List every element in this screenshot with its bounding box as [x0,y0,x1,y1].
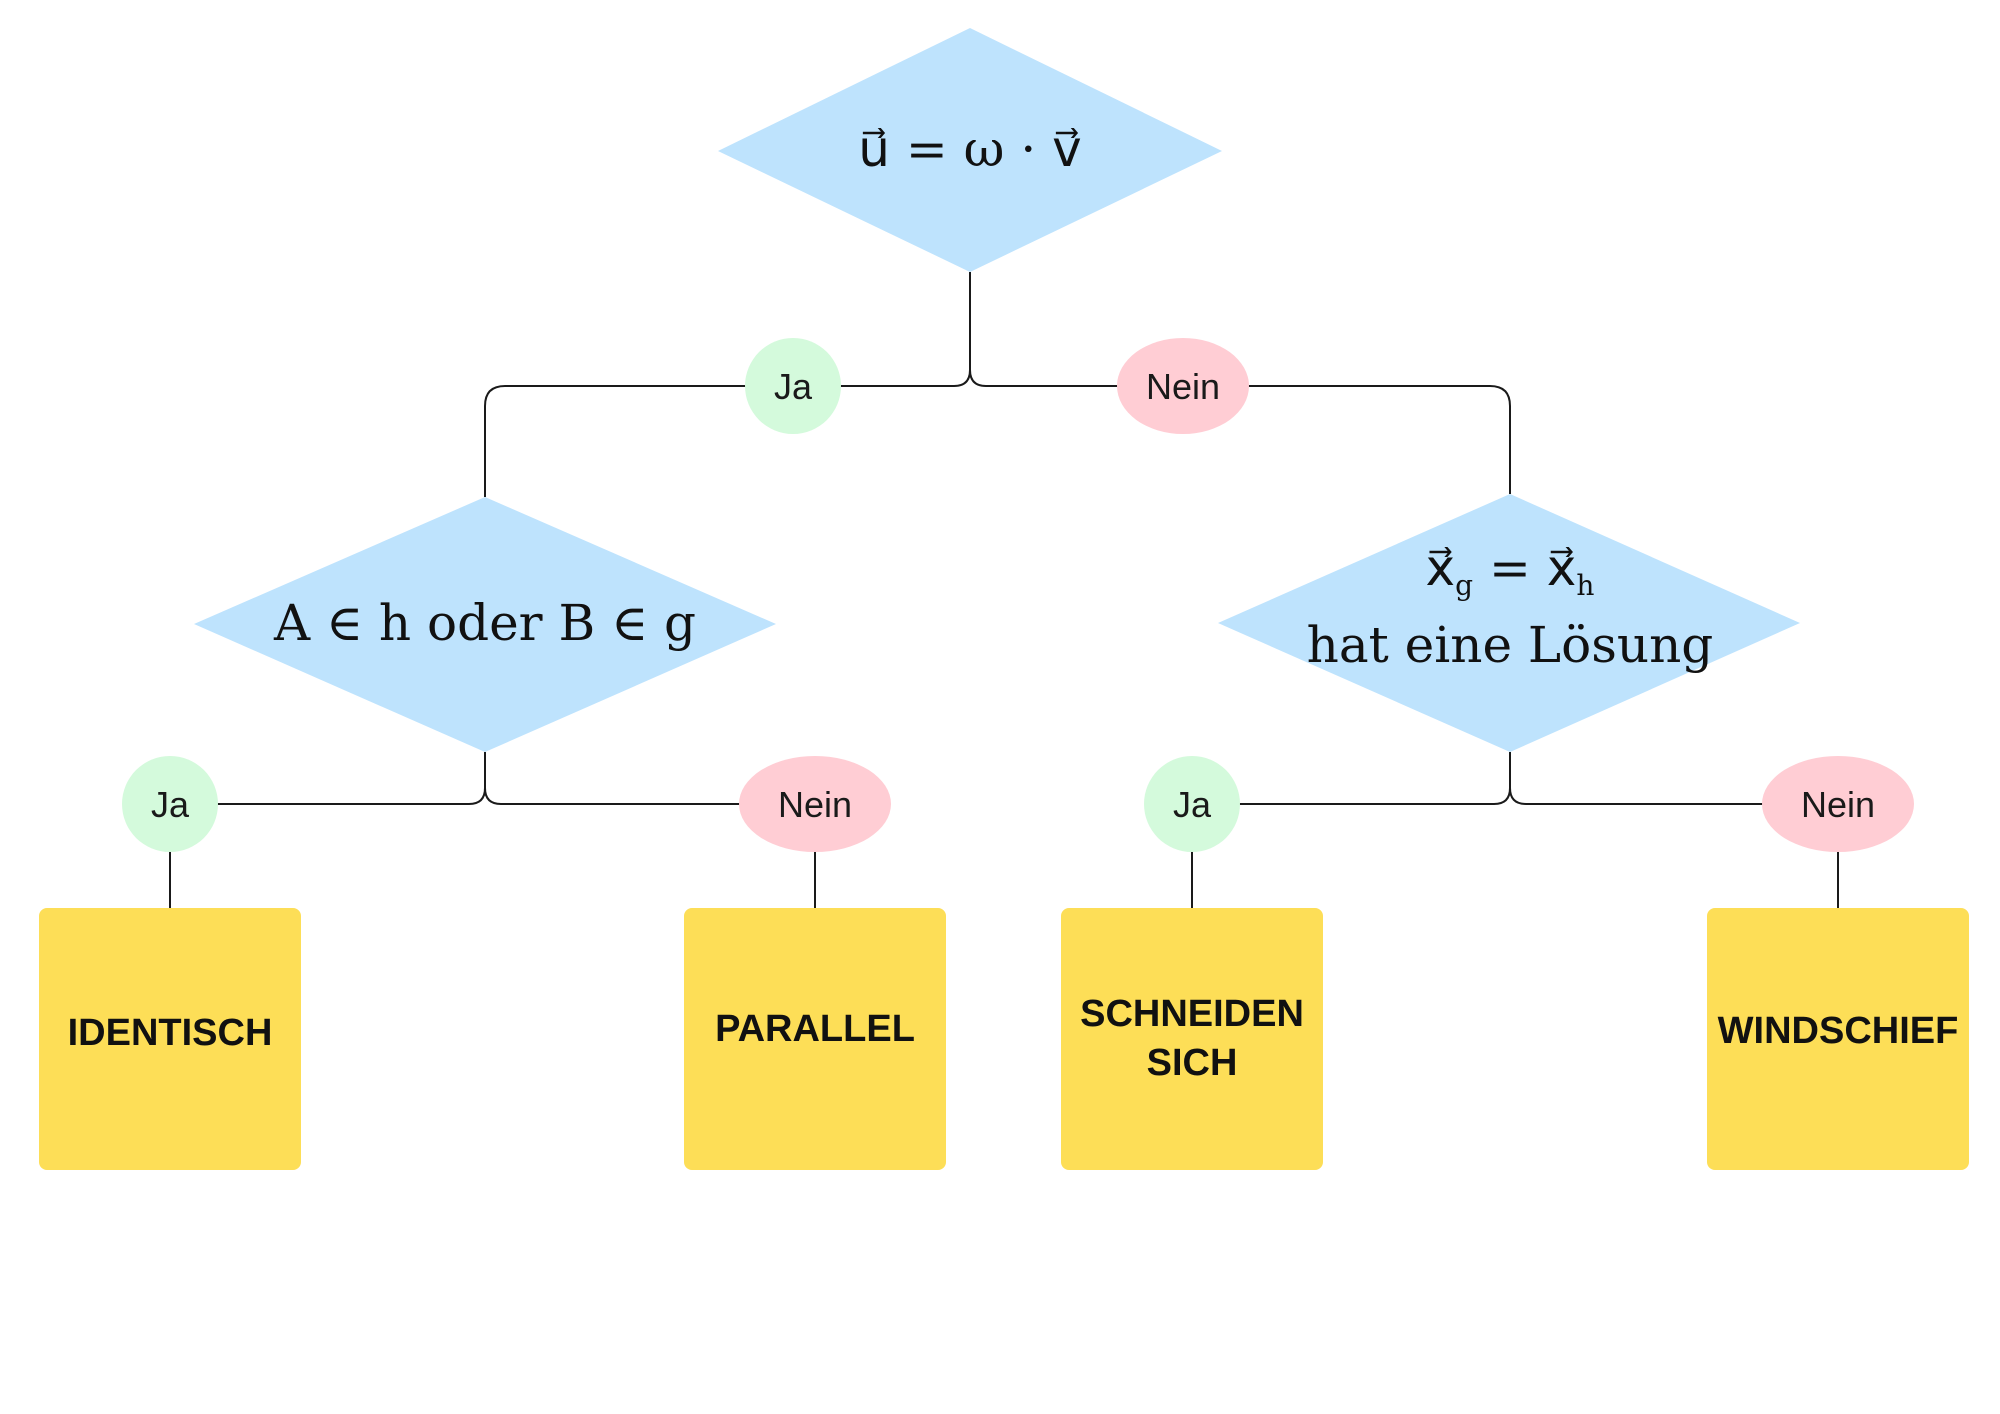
yes-label: Ja [774,366,813,407]
edge-root-no [986,385,1511,494]
decision-right: x⃗g = x⃗h hat eine Lösung [1218,494,1800,752]
result-box [684,908,946,1170]
label-root-no: Nein [1117,338,1249,434]
no-badge [739,756,891,852]
yes-label: Ja [1173,784,1212,825]
result-schneiden-sich: SCHNEIDEN SICH [1061,908,1323,1170]
decision-root-text: u⃗ = ω · v⃗ [858,120,1081,178]
decision-root: u⃗ = ω · v⃗ [718,28,1222,272]
decision-right-equation: x⃗g = x⃗h [1426,539,1595,602]
result-box [39,908,301,1170]
decision-right-subtitle: hat eine Lösung [1307,616,1714,674]
result-windschief: WINDSCHIEF [1707,908,1969,1170]
yes-badge [745,338,841,434]
no-label: Nein [778,784,852,825]
label-right-no: Nein [1762,756,1914,852]
yes-badge [1144,756,1240,852]
branch-labels: Ja Nein Ja Nein Ja Nein [122,338,1914,852]
no-badge [1762,756,1914,852]
result-box [1061,908,1323,1170]
decision-root-shape [718,28,1222,272]
result-identisch: IDENTISCH [39,908,301,1170]
connectors [169,272,1839,910]
result-label-line1: SCHNEIDEN [1080,993,1304,1035]
label-left-no: Nein [739,756,891,852]
edge-right-yes [1191,803,1494,910]
no-label: Nein [1801,784,1875,825]
result-label: WINDSCHIEF [1718,1010,1959,1052]
result-label: IDENTISCH [68,1012,273,1054]
edge-root-split [953,272,987,387]
no-badge [1117,338,1249,434]
results: IDENTISCH PARALLEL SCHNEIDEN SICH WINDSC… [39,908,1969,1170]
decision-left-shape [194,497,776,752]
edge-left-yes [169,803,469,910]
edge-left-split [468,752,502,805]
decision-right-shape [1218,494,1800,752]
decision-left-text: A ∈ h oder B ∈ g [273,594,696,652]
decision-left: A ∈ h oder B ∈ g [194,497,776,752]
label-left-yes: Ja [122,756,218,852]
no-label: Nein [1146,366,1220,407]
result-label: PARALLEL [715,1008,915,1050]
label-root-yes: Ja [745,338,841,434]
yes-label: Ja [151,784,190,825]
yes-badge [122,756,218,852]
edge-right-split [1493,752,1527,805]
edge-root-yes [484,385,954,497]
result-parallel: PARALLEL [684,908,946,1170]
label-right-yes: Ja [1144,756,1240,852]
result-box [1707,908,1969,1170]
result-label-line2: SICH [1147,1042,1238,1084]
